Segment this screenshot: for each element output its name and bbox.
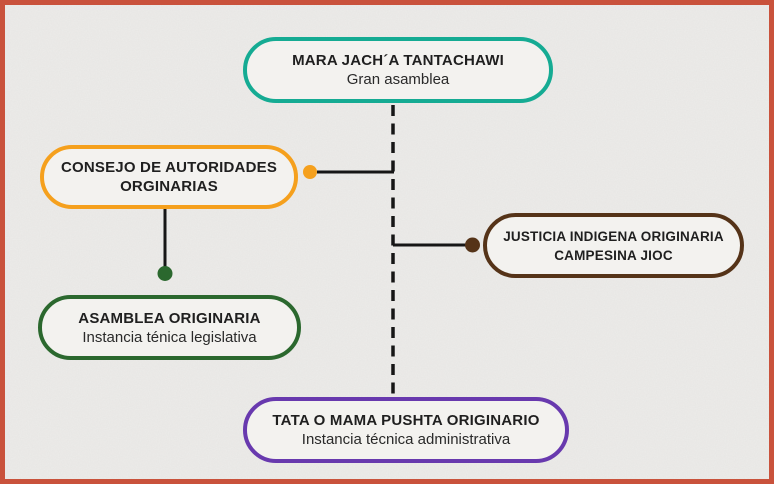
- node-title-line: ASAMBLEA ORIGINARIA: [78, 309, 261, 327]
- node-title: MARA JACH´A TANTACHAWI: [292, 51, 504, 70]
- node-subtitle: Instancia ténica legislativa: [82, 328, 257, 346]
- node-asamblea-originaria: ASAMBLEA ORIGINARIA Instancia ténica leg…: [38, 295, 301, 360]
- node-tata-o-mama-pushta-originario: TATA O MAMA PUSHTA ORIGINARIO Instancia …: [243, 397, 569, 463]
- node-title-line: MARA JACH´A TANTACHAWI: [292, 52, 504, 69]
- node-title: TATA O MAMA PUSHTA ORIGINARIO: [272, 411, 539, 430]
- node-title-line: ORGINARIAS: [120, 178, 218, 195]
- node-consejo-de-autoridades-orginarias: CONSEJO DE AUTORIDADES ORGINARIAS: [40, 145, 298, 209]
- asamblea-branch-dot: [157, 266, 173, 281]
- node-title: CONSEJO DE AUTORIDADES ORGINARIAS: [61, 158, 277, 196]
- node-title: ASAMBLEA ORIGINARIA: [78, 309, 260, 328]
- node-title-line: CONSEJO DE AUTORIDADES: [60, 159, 278, 176]
- node-title: JUSTICIA INDIGENA ORIGINARIA CAMPESINA J…: [503, 227, 724, 265]
- consejo-branch-dot: [303, 165, 317, 179]
- node-mara-jacha-tantachawi: MARA JACH´A TANTACHAWI Gran asamblea: [243, 37, 553, 103]
- node-title-line: CAMPESINA JIOC: [554, 247, 673, 263]
- node-title-line: JUSTICIA INDIGENA ORIGINARIA: [503, 228, 724, 244]
- node-subtitle: Gran asamblea: [346, 71, 450, 88]
- node-title-line: TATA O MAMA PUSHTA ORIGINARIO: [272, 412, 540, 429]
- node-subtitle: Instancia técnica administrativa: [301, 431, 511, 448]
- justicia-branch-dot: [465, 237, 480, 253]
- node-justicia-indigena-originaria-campesina-jioc: JUSTICIA INDIGENA ORIGINARIA CAMPESINA J…: [483, 213, 744, 278]
